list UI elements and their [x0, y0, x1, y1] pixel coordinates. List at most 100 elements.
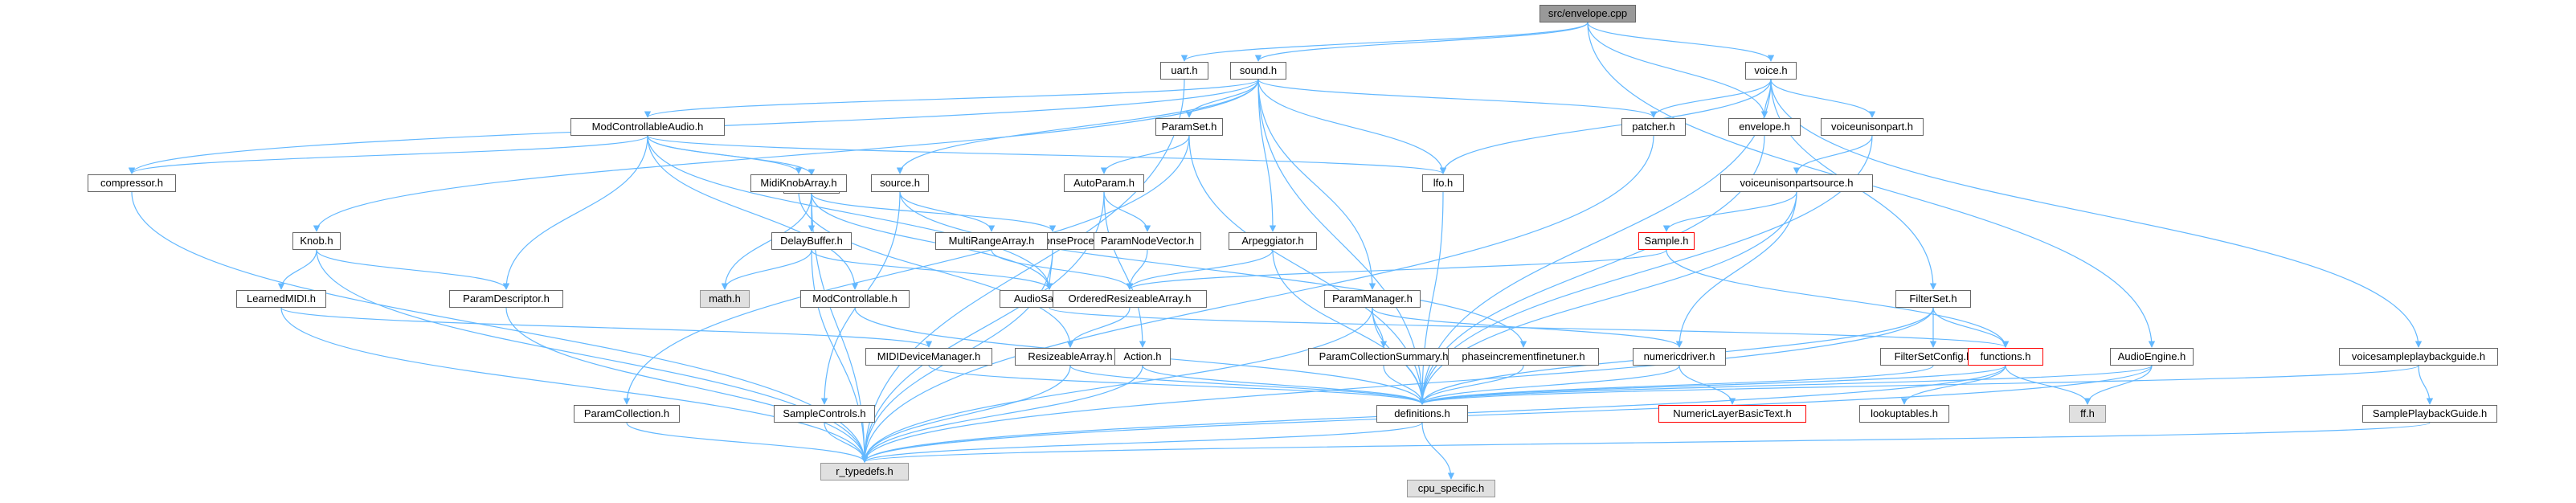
- node-cpu-specific: cpu_specific.h: [1407, 480, 1495, 497]
- node-resizeablearray[interactable]: ResizeableArray.h: [1015, 348, 1126, 366]
- edge-parammanager-to-numericdriver: [1372, 307, 1683, 348]
- node-paramcollectionsummary[interactable]: ParamCollectionSummary.h: [1308, 348, 1459, 366]
- node-multirange[interactable]: MultiRangeArray.h: [935, 232, 1048, 250]
- node-math: math.h: [700, 290, 750, 308]
- node-knob[interactable]: Knob.h: [292, 232, 341, 250]
- edge-paramset-to-autoparam: [1100, 135, 1190, 174]
- edge-voiceunisonpartsource-to-definitions: [1418, 191, 1797, 405]
- edge-envelope_cpp-to-uart: [1180, 22, 1589, 62]
- edge-audioengine-to-definitions: [1419, 365, 2153, 405]
- edge-voiceunisonpart-to-voiceunisonpartsource: [1793, 135, 1873, 174]
- edge-knob-to-paramdescriptor: [316, 249, 510, 290]
- edge-delay-to-audiosample: [811, 193, 1053, 290]
- node-autoparam[interactable]: AutoParam.h: [1064, 174, 1144, 192]
- edge-phaseincrement-to-definitions: [1418, 365, 1524, 405]
- node-functions[interactable]: functions.h: [1968, 348, 2043, 366]
- edge-delay-to-impulse: [811, 193, 1057, 232]
- node-numericlayer[interactable]: NumericLayerBasicText.h: [1658, 405, 1806, 423]
- node-lfo[interactable]: lfo.h: [1422, 174, 1464, 192]
- node-source[interactable]: source.h: [871, 174, 929, 192]
- edge-paramdescriptor-to-r_typedefs: [505, 307, 869, 463]
- edge-sound-to-patcher: [1257, 79, 1658, 118]
- edge-sound-to-definitions: [1257, 79, 1426, 405]
- edge-resizeablearray-to-definitions: [1069, 365, 1426, 405]
- node-filtersetconfig[interactable]: FilterSetConfig.h: [1880, 348, 1986, 366]
- node-paramset[interactable]: ParamSet.h: [1155, 118, 1223, 136]
- node-midiknobarray[interactable]: MidiKnobArray.h: [750, 174, 847, 192]
- edge-delay-to-math: [721, 193, 812, 290]
- node-modaudio[interactable]: ModControllableAudio.h: [570, 118, 725, 136]
- edge-source-to-phaseincrement: [899, 191, 1527, 348]
- node-samplecontrols[interactable]: SampleControls.h: [774, 405, 875, 423]
- edge-functions-to-lookuptables: [1900, 365, 2006, 405]
- node-audioengine[interactable]: AudioEngine.h: [2110, 348, 2194, 366]
- edge-delaybuffer-to-audiosample: [811, 249, 1053, 290]
- node-numericdriver[interactable]: numericdriver.h: [1633, 348, 1726, 366]
- edge-uart-to-r_typedefs: [861, 79, 1185, 463]
- node-paramdescriptor[interactable]: ParamDescriptor.h: [449, 290, 563, 308]
- edge-knob-to-r_typedefs: [316, 249, 869, 463]
- edge-voicesampleguide-to-definitions: [1419, 365, 2419, 405]
- node-voiceunisonpart[interactable]: voiceunisonpart.h: [1821, 118, 1924, 136]
- edge-sound-to-lfo: [1257, 79, 1447, 174]
- edge-sample-to-functions: [1666, 249, 2010, 348]
- node-voiceunisonpartsource[interactable]: voiceunisonpartsource.h: [1720, 174, 1873, 192]
- edge-action-to-definitions: [1142, 365, 1426, 405]
- edge-voice-to-definitions: [1418, 79, 1772, 405]
- node-ff: ff.h: [2069, 405, 2106, 423]
- edge-sound-to-modaudio: [644, 79, 1259, 118]
- edge-audioengine-to-r_typedefs: [861, 365, 2153, 463]
- edge-delaybuffer-to-math: [721, 249, 812, 290]
- node-envelope-cpp[interactable]: src/envelope.cpp: [1539, 5, 1636, 22]
- node-paramcollection[interactable]: ParamCollection.h: [574, 405, 680, 423]
- node-voicesampleguide[interactable]: voicesampleplaybackguide.h: [2339, 348, 2498, 366]
- node-delaybuffer[interactable]: DelayBuffer.h: [771, 232, 852, 250]
- node-patcher[interactable]: patcher.h: [1621, 118, 1686, 136]
- node-sampleplaybackguide[interactable]: SamplePlaybackGuide.h: [2362, 405, 2497, 423]
- node-modcontrollable[interactable]: ModControllable.h: [800, 290, 910, 308]
- node-sample[interactable]: Sample.h: [1638, 232, 1695, 250]
- edge-voice-to-voiceunisonpart: [1770, 79, 1876, 118]
- node-voice[interactable]: voice.h: [1745, 62, 1797, 80]
- edge-modaudio-to-modcontrollable: [647, 135, 859, 290]
- edge-filterset-to-functions: [1932, 307, 2010, 348]
- node-orderedresizeable[interactable]: OrderedResizeableArray.h: [1053, 290, 1207, 308]
- edge-sampleplaybackguide-to-r_typedefs: [861, 422, 2431, 463]
- edge-filtersetconfig-to-definitions: [1419, 365, 1934, 405]
- node-definitions[interactable]: definitions.h: [1376, 405, 1468, 423]
- edge-modaudio-to-compressor: [129, 135, 648, 174]
- node-envelope-h[interactable]: envelope.h: [1728, 118, 1801, 136]
- node-action[interactable]: Action.h: [1114, 348, 1171, 366]
- node-phaseincrement[interactable]: phaseincrementfinetuner.h: [1448, 348, 1599, 366]
- node-learnedmidi[interactable]: LearnedMIDI.h: [236, 290, 326, 308]
- edge-autoparam-to-action: [1103, 191, 1147, 348]
- node-uart[interactable]: uart.h: [1160, 62, 1208, 80]
- node-sound[interactable]: sound.h: [1230, 62, 1286, 80]
- node-compressor[interactable]: compressor.h: [88, 174, 176, 192]
- edge-modaudio-to-paramdescriptor: [502, 135, 648, 290]
- node-parammanager[interactable]: ParamManager.h: [1324, 290, 1421, 308]
- node-arpeggiator[interactable]: Arpeggiator.h: [1229, 232, 1317, 250]
- edge-resizeablearray-to-r_typedefs: [861, 365, 1071, 463]
- edge-functions-to-ff: [2005, 365, 2091, 405]
- node-paramnodevector[interactable]: ParamNodeVector.h: [1094, 232, 1201, 250]
- edge-modaudio-to-lfo: [647, 135, 1446, 174]
- edge-parammanager-to-r_typedefs: [861, 307, 1373, 463]
- node-r-typedefs: r_typedefs.h: [820, 463, 909, 481]
- edge-filterset-to-r_typedefs: [861, 307, 1934, 463]
- edge-sample-to-orderedresizeable: [1126, 249, 1667, 290]
- node-lookuptables[interactable]: lookuptables.h: [1859, 405, 1949, 423]
- edge-sound-to-parammanager: [1257, 79, 1376, 290]
- edge-audioengine-to-ff: [2083, 365, 2153, 405]
- edge-midideviceman-to-definitions: [928, 365, 1426, 405]
- node-filterset[interactable]: FilterSet.h: [1895, 290, 1971, 308]
- node-midideviceman[interactable]: MIDIDeviceManager.h: [865, 348, 992, 366]
- edge-voice-to-lfo: [1439, 79, 1772, 174]
- edge-source-to-multirange: [899, 191, 996, 232]
- edge-knob-to-learnedmidi: [277, 249, 317, 290]
- edge-midiknobarray-to-resizeablearray: [798, 191, 1074, 348]
- edge-voice-to-patcher: [1650, 79, 1772, 118]
- edge-numericdriver-to-definitions: [1418, 365, 1680, 405]
- edge-autoparam-to-paramnodevector: [1103, 191, 1151, 232]
